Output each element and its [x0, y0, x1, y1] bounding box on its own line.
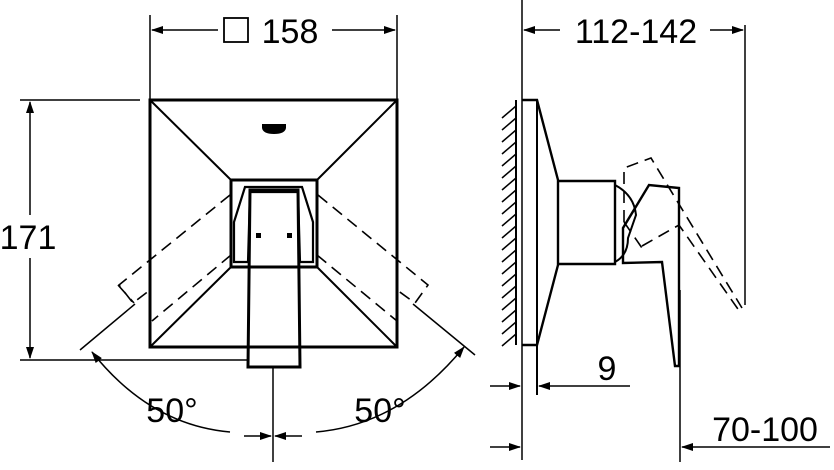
angle-right-dimension: 50°: [354, 392, 405, 430]
width-dimension: 158: [262, 13, 319, 51]
hatch-line: [501, 201, 517, 215]
hatch-line: [501, 153, 517, 167]
cover-plate: [148, 98, 399, 349]
angle-left-dimension: 50°: [146, 392, 197, 430]
hatch-line: [501, 273, 517, 287]
hatch-line: [501, 117, 517, 131]
hatch-line: [501, 225, 517, 239]
square-symbol-icon: [223, 17, 249, 43]
hatch-line: [501, 261, 517, 275]
hatch-line: [501, 285, 517, 299]
hatch-line: [501, 249, 517, 263]
hatch-line: [501, 189, 517, 203]
projection-dimension: 112-142: [575, 13, 697, 51]
side-view: 112-142 9 70-100: [490, 0, 830, 462]
front-view: 158 □ 171 50° 50°: [0, 13, 476, 462]
hatch-line: [501, 297, 517, 311]
wall-hatching: [501, 105, 517, 347]
hatch-line: [501, 105, 517, 119]
hatch-line: [501, 333, 517, 347]
plate-thickness-dimension: 9: [598, 350, 617, 388]
lever: [246, 188, 302, 369]
height-dimension: 171: [0, 219, 56, 257]
hatch-line: [501, 213, 517, 227]
hatch-line: [501, 141, 517, 155]
hatch-line: [501, 237, 517, 251]
hatch-line: [501, 321, 517, 335]
hatch-line: [501, 309, 517, 323]
wall-depth-dimension: 70-100: [712, 411, 818, 449]
hatch-line: [501, 129, 517, 143]
hatch-line: [501, 177, 517, 191]
brand-logo-icon: [262, 124, 286, 134]
hatch-line: [501, 165, 517, 179]
